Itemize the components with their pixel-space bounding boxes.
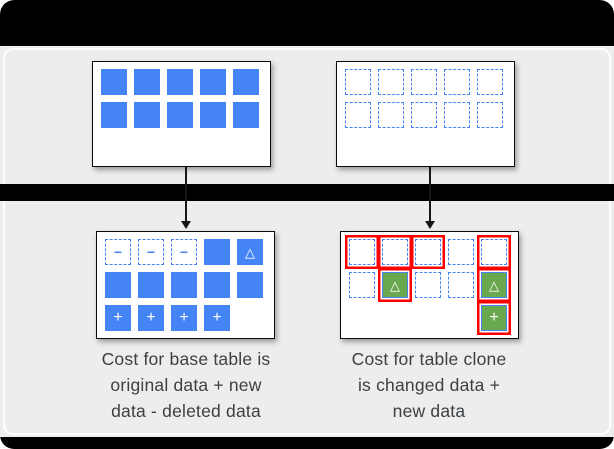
cell-dashed bbox=[411, 69, 437, 95]
cell-dashed-minus: − bbox=[171, 239, 197, 265]
cell-solid-plus: + bbox=[204, 305, 230, 331]
cell-dashed-changed bbox=[349, 239, 375, 265]
caption-base-table: Cost for base table is original data + n… bbox=[101, 349, 271, 421]
cell-dashed bbox=[378, 102, 404, 128]
base-table-cost-grid: − − − △ + + + + bbox=[97, 232, 274, 338]
cell-dashed bbox=[444, 69, 470, 95]
cell-dashed-minus: − bbox=[105, 239, 131, 265]
plus-icon: + bbox=[489, 309, 499, 326]
cell-empty bbox=[349, 305, 375, 331]
arrow-right bbox=[422, 167, 438, 229]
delta-icon: △ bbox=[245, 244, 255, 260]
cell-dashed bbox=[448, 239, 474, 265]
plus-icon: + bbox=[179, 309, 189, 326]
cell-empty bbox=[237, 305, 263, 331]
cell-dashed bbox=[444, 102, 470, 128]
table-clone-cost-grid: △ △ + bbox=[341, 232, 518, 338]
cell-dashed bbox=[477, 102, 503, 128]
cell-dashed bbox=[345, 102, 371, 128]
minus-icon: − bbox=[146, 244, 156, 260]
arrow-left bbox=[178, 167, 194, 229]
cell-empty bbox=[415, 305, 441, 331]
cell-solid bbox=[167, 102, 193, 128]
cell-solid bbox=[171, 272, 197, 298]
window-top-bar bbox=[0, 0, 614, 46]
cell-dashed-minus: − bbox=[138, 239, 164, 265]
cell-solid-plus: + bbox=[105, 305, 131, 331]
table-clone-original-grid bbox=[337, 62, 514, 135]
cell-solid bbox=[101, 102, 127, 128]
arrow-line bbox=[185, 167, 187, 221]
plus-icon: + bbox=[146, 309, 156, 326]
cell-solid bbox=[233, 102, 259, 128]
cell-solid-plus: + bbox=[138, 305, 164, 331]
delta-icon: △ bbox=[489, 277, 499, 293]
plus-icon: + bbox=[113, 309, 123, 326]
cell-solid bbox=[134, 69, 160, 95]
cell-dashed bbox=[345, 69, 371, 95]
cell-empty bbox=[448, 305, 474, 331]
cell-dashed-changed bbox=[382, 239, 408, 265]
arrow-head-icon bbox=[181, 221, 191, 229]
cell-dashed bbox=[349, 272, 375, 298]
cell-dashed bbox=[448, 272, 474, 298]
base-table-original-grid bbox=[93, 62, 270, 135]
cell-solid bbox=[237, 272, 263, 298]
cell-solid bbox=[167, 69, 193, 95]
cell-solid bbox=[204, 272, 230, 298]
base-table-original-box bbox=[92, 61, 271, 167]
cell-solid-delta: △ bbox=[237, 239, 263, 265]
cell-dashed bbox=[477, 69, 503, 95]
arrow-line bbox=[429, 167, 431, 221]
cell-solid bbox=[204, 239, 230, 265]
cell-solid bbox=[101, 69, 127, 95]
base-table-cost-box: − − − △ + + + + bbox=[96, 231, 275, 339]
caption-table-clone: Cost for table clone is changed data + n… bbox=[351, 349, 507, 421]
cell-green-plus-changed: + bbox=[481, 305, 507, 331]
table-clone-original-box bbox=[336, 61, 515, 167]
cell-solid bbox=[200, 102, 226, 128]
cell-solid-plus: + bbox=[171, 305, 197, 331]
cell-dashed-changed bbox=[481, 239, 507, 265]
table-clone-cost-box: △ △ + bbox=[340, 231, 519, 339]
cell-solid bbox=[233, 69, 259, 95]
cell-solid bbox=[105, 272, 131, 298]
cell-dashed bbox=[411, 102, 437, 128]
cell-solid bbox=[134, 102, 160, 128]
cell-empty bbox=[382, 305, 408, 331]
minus-icon: − bbox=[113, 244, 123, 260]
arrow-head-icon bbox=[425, 221, 435, 229]
cell-solid bbox=[200, 69, 226, 95]
cell-dashed bbox=[415, 272, 441, 298]
cell-dashed bbox=[378, 69, 404, 95]
cell-green-delta-changed: △ bbox=[382, 272, 408, 298]
minus-icon: − bbox=[179, 244, 189, 260]
cell-solid bbox=[138, 272, 164, 298]
delta-icon: △ bbox=[390, 277, 400, 293]
window-bottom-bar bbox=[0, 437, 614, 449]
cell-green-delta-changed: △ bbox=[481, 272, 507, 298]
divider-bar bbox=[0, 184, 614, 201]
plus-icon: + bbox=[212, 309, 222, 326]
cell-dashed-changed bbox=[415, 239, 441, 265]
